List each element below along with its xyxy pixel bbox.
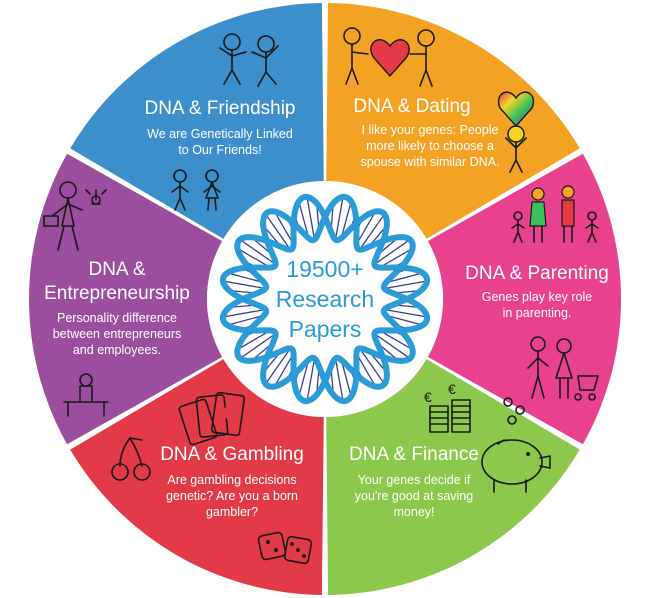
dna-rung bbox=[374, 239, 411, 265]
playing-cards-icon bbox=[178, 391, 246, 446]
dice-icon bbox=[257, 531, 313, 565]
dna-rung bbox=[334, 358, 344, 402]
dna-rung bbox=[227, 272, 265, 284]
svg-text:€: € bbox=[448, 381, 456, 397]
dna-rung bbox=[265, 348, 291, 385]
family-stroller-icon bbox=[527, 336, 599, 401]
employee-desk-icon bbox=[63, 373, 109, 417]
center-label-papers: Papers bbox=[289, 316, 362, 342]
piggy-bank-doodle-icon bbox=[481, 397, 551, 493]
segment-friendship bbox=[70, 3, 324, 239]
friendship-desc-line-2: to Our Friends! bbox=[178, 143, 261, 157]
segment-finance-text: DNA & Finance Your genes decide if you'r… bbox=[349, 444, 479, 519]
parenting-desc-line-1: Genes play key role bbox=[482, 290, 593, 304]
segment-dating-text: DNA & Dating I like your genes: People m… bbox=[353, 96, 499, 169]
gambling-desc-line-1: Are gambling decisions bbox=[167, 473, 296, 487]
dna-rung bbox=[384, 280, 428, 290]
dna-rung bbox=[273, 353, 295, 387]
center-label-research: Research bbox=[276, 286, 374, 312]
dna-rung bbox=[374, 333, 411, 359]
finance-desc-line-2: you're good at saving bbox=[355, 489, 473, 503]
dna-rung bbox=[306, 358, 316, 402]
dna-rung bbox=[340, 201, 352, 239]
rainbow-heart-balloon-icon bbox=[497, 91, 535, 173]
dating-desc-line-3: spouse with similar DNA. bbox=[361, 155, 500, 169]
dna-rung bbox=[384, 308, 428, 318]
dna-rung bbox=[239, 333, 276, 359]
svg-text:€: € bbox=[424, 389, 432, 405]
entrepreneurship-desc-line-1: Personality difference bbox=[57, 311, 177, 325]
gambling-desc-line-3: gambler? bbox=[206, 505, 258, 519]
friends-dancing-icon bbox=[219, 33, 279, 87]
dna-rung bbox=[265, 213, 291, 250]
wheel-segments bbox=[28, 3, 622, 595]
finance-desc-line-1: Your genes decide if bbox=[358, 473, 471, 487]
finance-title: DNA & Finance bbox=[349, 444, 479, 465]
friends-standing-icon bbox=[171, 169, 221, 211]
dna-rung bbox=[340, 359, 352, 397]
dna-rung bbox=[222, 308, 266, 318]
dna-rung bbox=[239, 239, 276, 265]
dna-rung bbox=[222, 280, 266, 290]
dna-rung bbox=[306, 196, 316, 240]
dna-rung bbox=[379, 247, 413, 269]
dating-desc-line-2: more likely to choose a bbox=[366, 139, 494, 153]
center-count: 19500+ bbox=[286, 256, 363, 282]
parenting-desc-line-2: in parenting. bbox=[503, 306, 572, 320]
dna-rung bbox=[298, 359, 310, 397]
dna-rung bbox=[379, 329, 413, 351]
segment-friendship-text: DNA & Friendship We are Genetically Link… bbox=[144, 98, 295, 157]
segment-entrepreneurship-text: DNA & Entrepreneurship Personality diffe… bbox=[44, 259, 190, 357]
entrepreneurship-desc-line-3: and employees. bbox=[73, 343, 161, 357]
segment-gambling-text: DNA & Gambling Are gambling decisions ge… bbox=[160, 444, 304, 519]
gambling-title: DNA & Gambling bbox=[160, 444, 304, 465]
segment-entrepreneurship bbox=[28, 153, 223, 445]
family-doodle-icon bbox=[511, 185, 599, 243]
entrepreneurship-title-line-1: DNA & bbox=[88, 259, 145, 280]
parenting-title: DNA & Parenting bbox=[465, 263, 609, 284]
gambling-desc-line-2: genetic? Are you a born bbox=[166, 489, 298, 503]
friendship-desc-line-1: We are Genetically Linked bbox=[147, 127, 293, 141]
center-hub: 19500+ Research Papers bbox=[207, 181, 443, 417]
cherries-icon bbox=[111, 437, 151, 481]
entrepreneurship-title-line-2: Entrepreneurship bbox=[44, 283, 190, 304]
dna-rung bbox=[237, 247, 271, 269]
coins-euro-icon: € € bbox=[424, 381, 471, 433]
dating-title: DNA & Dating bbox=[353, 96, 470, 117]
dna-rung bbox=[385, 314, 423, 326]
segment-finance bbox=[326, 359, 580, 595]
dna-rung bbox=[227, 314, 265, 326]
dna-rung bbox=[385, 272, 423, 284]
dna-rung bbox=[334, 196, 344, 240]
dna-rung bbox=[355, 353, 377, 387]
segment-parenting-text: DNA & Parenting Genes play key role in p… bbox=[465, 263, 609, 320]
dating-desc-line-1: I like your genes: People bbox=[362, 123, 499, 137]
dna-rung bbox=[359, 213, 385, 250]
dna-helix-ring-icon bbox=[219, 193, 431, 405]
dna-rung bbox=[273, 211, 295, 245]
dna-rung bbox=[355, 211, 377, 245]
dna-rung bbox=[298, 201, 310, 239]
businessman-doodle-icon bbox=[43, 181, 107, 251]
couple-heart-doodle-icon bbox=[343, 27, 435, 87]
finance-desc-line-3: money! bbox=[394, 505, 435, 519]
dna-rung bbox=[359, 348, 385, 385]
entrepreneurship-desc-line-2: between entrepreneurs bbox=[53, 327, 182, 341]
dna-strand-b bbox=[219, 193, 431, 405]
friendship-title: DNA & Friendship bbox=[144, 98, 295, 119]
dna-rung bbox=[237, 329, 271, 351]
